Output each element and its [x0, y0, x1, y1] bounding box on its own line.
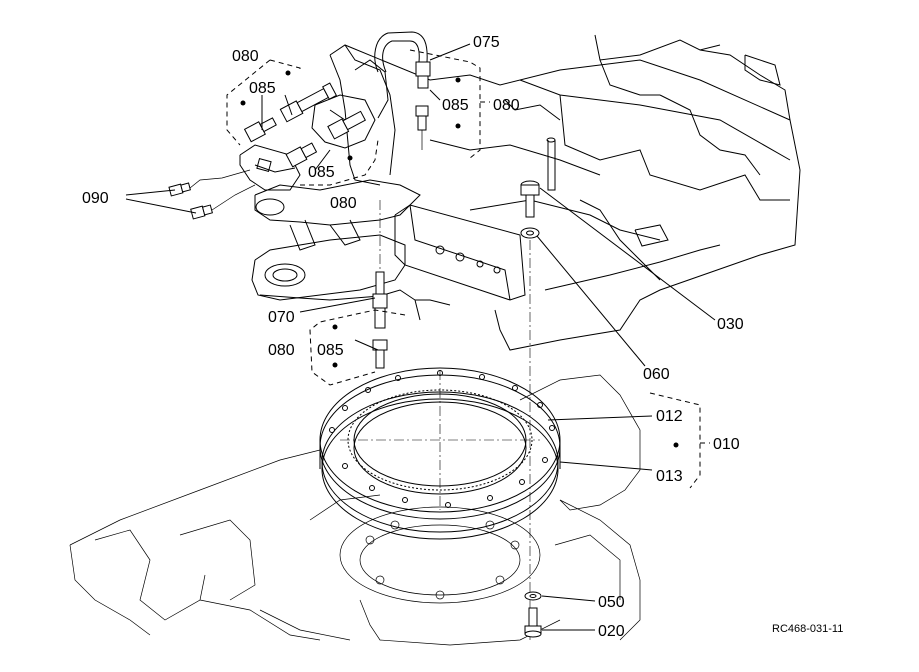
bolt-020	[524, 607, 542, 638]
label-010: 010	[713, 436, 740, 453]
leader-lines	[125, 43, 716, 631]
part-labels: 080 085 075 085 080 085 080 090 070 080 …	[82, 34, 843, 640]
fitting-085-top	[415, 105, 429, 117]
group-bracket-010	[649, 392, 710, 489]
label-080-mid: 080	[330, 195, 357, 212]
upper-frame-drawing	[251, 34, 801, 351]
label-080-lower: 080	[268, 342, 295, 359]
lower-frame-holes	[365, 520, 520, 600]
label-085-upper-right: 085	[442, 97, 469, 114]
label-012: 012	[656, 408, 683, 425]
group-bracket-080-mid	[300, 139, 379, 186]
label-085-lower: 085	[317, 342, 344, 359]
drawing-code: RC468-031-11	[772, 623, 843, 635]
pipe-070-assembly	[372, 200, 388, 369]
washer-060	[520, 227, 540, 239]
group-bracket-080-upper-left	[226, 59, 301, 146]
lower-track-frame	[69, 374, 641, 646]
label-075: 075	[473, 34, 500, 51]
bolt-030	[520, 180, 540, 218]
hose-075	[374, 31, 431, 89]
washer-050	[524, 591, 542, 601]
fitting-085-right-pair	[415, 105, 429, 150]
label-080-upper-left: 080	[232, 48, 259, 65]
label-060: 060	[643, 366, 670, 383]
label-085-upper-left: 085	[249, 80, 276, 97]
pipe-070	[375, 271, 385, 295]
label-070: 070	[268, 309, 295, 326]
label-090: 090	[82, 190, 109, 207]
group-bracket-080-upper-right	[409, 49, 490, 159]
label-050: 050	[598, 594, 625, 611]
label-080-upper-right: 080	[493, 97, 520, 114]
label-013: 013	[656, 468, 683, 485]
bearing-bolt-holes	[329, 370, 555, 508]
hose-fitting-upper	[415, 61, 431, 77]
group-bracket-080-lower	[309, 309, 406, 386]
label-085-mid: 085	[308, 164, 335, 181]
hose-fitting-lower	[417, 75, 429, 89]
fitting-085-body	[417, 115, 427, 131]
label-020: 020	[598, 623, 625, 640]
grease-fittings-090	[168, 169, 256, 220]
swing-bearing-010	[319, 367, 561, 540]
label-030: 030	[717, 316, 744, 333]
